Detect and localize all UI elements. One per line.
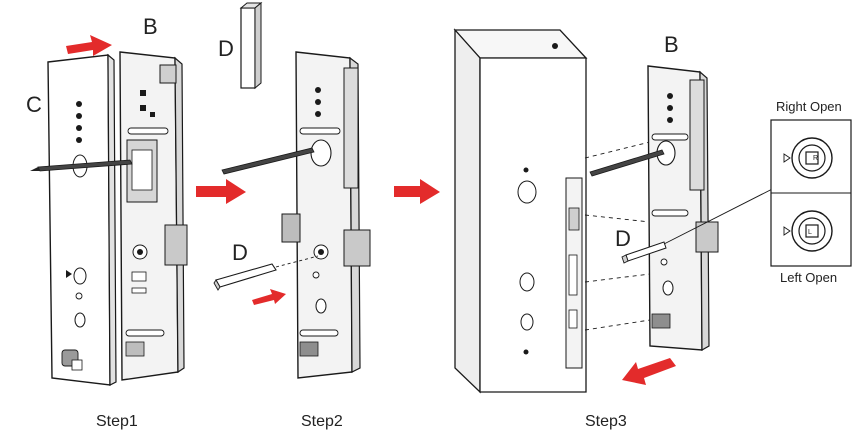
arrow-step2-to-step3 — [394, 179, 440, 204]
spindle-d-top — [239, 1, 263, 90]
left-open-label: Left Open — [780, 270, 837, 285]
arrow-panel-to-body — [66, 35, 112, 56]
flat-cable-step3 — [589, 149, 665, 177]
arrow-spindle-insert — [252, 289, 286, 305]
label-d-right: D — [615, 226, 631, 251]
orientation-panel: R L — [770, 119, 852, 267]
l-letter: L — [808, 229, 812, 236]
step1-label: Step1 — [96, 413, 138, 430]
r-letter: R — [813, 155, 818, 162]
flat-cable-step1 — [30, 159, 133, 172]
left-open-icon: L — [783, 210, 833, 252]
step3-label: Step3 — [585, 413, 627, 430]
flat-cable-step2 — [221, 147, 315, 175]
step3-group: D B R L Right Open Left O — [394, 28, 852, 430]
lock-body-step2 — [281, 51, 371, 379]
door-slab — [453, 28, 588, 394]
arrow-door-push — [622, 358, 676, 385]
label-d-top: D — [218, 36, 234, 61]
label-c: C — [26, 92, 42, 117]
step2-group: D D — [196, 1, 371, 430]
arrow-step1-to-step2 — [196, 179, 246, 204]
lock-body-b-step1 — [119, 51, 188, 381]
spindle-d-mid — [213, 255, 319, 291]
label-d-mid: D — [232, 240, 248, 265]
step2-label: Step2 — [301, 413, 343, 430]
label-b-step1: B — [143, 14, 158, 39]
right-open-label: Right Open — [776, 99, 842, 114]
label-b-step3: B — [664, 32, 679, 57]
spindle-d-right — [621, 241, 667, 264]
lock-body-b-step3 — [647, 65, 719, 352]
alignment-lines — [584, 141, 651, 331]
leader-line — [663, 181, 787, 245]
right-open-icon: R — [783, 137, 833, 179]
step1-group: B C Step1 — [26, 14, 188, 430]
front-panel-c-step1 — [47, 53, 117, 386]
